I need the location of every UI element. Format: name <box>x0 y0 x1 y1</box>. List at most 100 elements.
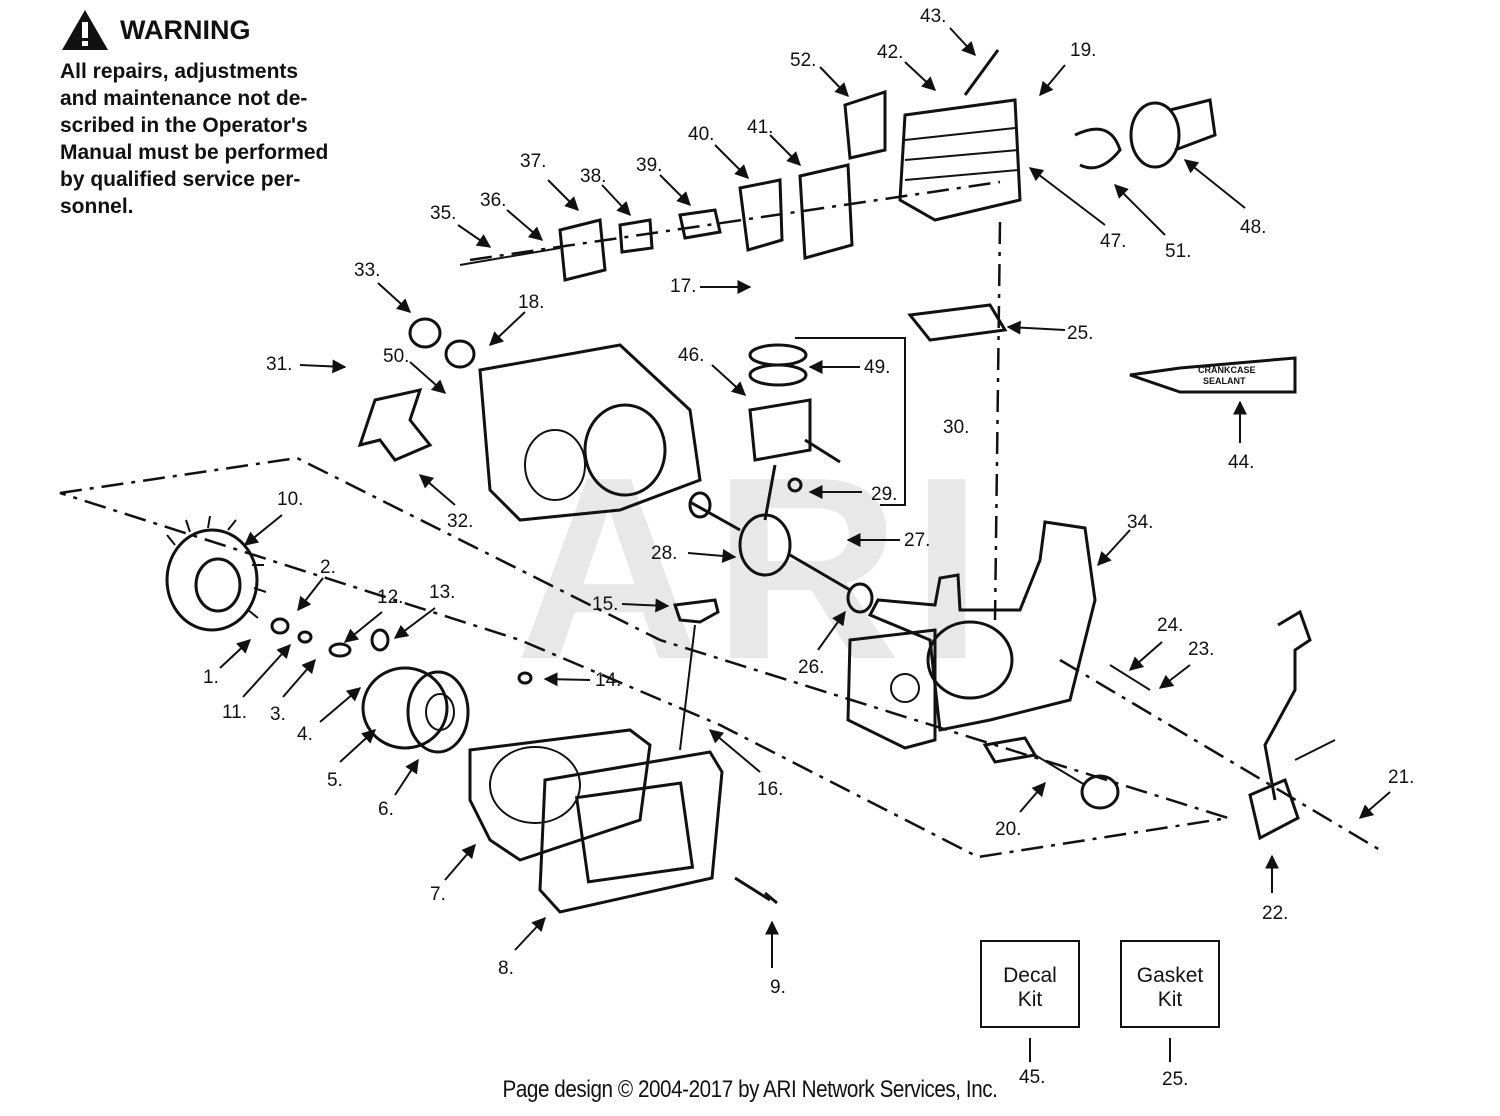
crankcase-axis <box>993 221 1002 621</box>
callout-30: 30. <box>943 417 969 438</box>
callout-29: 29. <box>871 484 897 505</box>
callout-44: 44. <box>1228 452 1254 473</box>
callout-12: 12. <box>377 587 403 608</box>
callout-3: 3. <box>270 704 286 725</box>
callout-46: 46. <box>678 345 704 366</box>
callout-11: 11. <box>222 702 247 723</box>
gasket-kit-box: Gasket Kit <box>1120 940 1220 1028</box>
warning-text: All repairs, adjustments and maintenance… <box>60 58 376 220</box>
callout-39: 39. <box>636 155 662 176</box>
starter-small-parts <box>270 617 390 658</box>
callout-20: 20. <box>995 819 1021 840</box>
callout-6: 6. <box>378 799 394 820</box>
callout-10: 10. <box>277 489 303 510</box>
screw-part <box>517 671 533 685</box>
clip-part <box>1074 127 1122 170</box>
callout-37: 37. <box>520 151 546 172</box>
crankcase-right-part <box>846 520 1097 750</box>
callout-31: 31. <box>266 354 292 375</box>
gasket-part <box>843 89 887 160</box>
callout-45: 45. <box>1019 1067 1045 1088</box>
crankcase-left-part <box>478 343 702 522</box>
clutch-drum-part <box>1129 98 1217 169</box>
kit-line: Kit <box>1157 988 1183 1011</box>
callout-47: 47. <box>1100 231 1126 252</box>
callout-41: 41. <box>747 117 773 138</box>
callout-28: 28. <box>651 543 677 564</box>
warning-line: sonnel. <box>60 195 134 218</box>
kit-line: Gasket <box>1136 964 1204 987</box>
callout-18: 18. <box>518 292 544 313</box>
callout-13: 13. <box>429 582 455 603</box>
callout-40: 40. <box>688 124 714 145</box>
warning-title: WARNING <box>120 14 251 45</box>
seals-part <box>408 317 476 369</box>
rod-part <box>1109 664 1151 691</box>
warning-line: All repairs, adjustments <box>60 60 299 83</box>
handle-part <box>1248 609 1336 841</box>
callout-48: 48. <box>1240 217 1266 238</box>
callout-16: 16. <box>757 779 783 800</box>
callout-36: 36. <box>480 190 506 211</box>
base-gasket-part <box>907 303 1008 342</box>
kit-line: Kit <box>1017 988 1043 1011</box>
callout-2: 2. <box>320 557 336 578</box>
callout-50: 50. <box>383 346 409 367</box>
warning-heading: WARNING <box>60 8 251 52</box>
cylinder-part <box>898 98 1022 222</box>
handle-axis <box>1059 658 1381 852</box>
callout-1: 1. <box>203 667 219 688</box>
callout-7: 7. <box>430 884 446 905</box>
callout-49: 49. <box>864 357 890 378</box>
callout-52: 52. <box>790 50 816 71</box>
page-footer: Page design © 2004-2017 by ARI Network S… <box>502 1076 998 1103</box>
decal-kit-box: Decal Kit <box>980 940 1080 1028</box>
callout-4: 4. <box>297 724 313 745</box>
kit-line: Decal <box>1003 964 1057 987</box>
fuel-pickup-part <box>982 736 1120 810</box>
sealant-tube-part <box>1129 356 1297 394</box>
callout-15: 15. <box>592 594 618 615</box>
callout-27: 27. <box>904 530 930 551</box>
callout-23: 23. <box>1188 639 1214 660</box>
warning-line: and maintenance not de- <box>60 87 308 110</box>
callout-21: 21. <box>1388 767 1414 788</box>
callout-33: 33. <box>354 260 380 281</box>
callout-9: 9. <box>770 977 786 998</box>
assembly-outline <box>59 456 1229 859</box>
piston-group-part <box>748 337 906 521</box>
callout-26: 26. <box>798 657 824 678</box>
callout-5: 5. <box>327 770 343 791</box>
starter-pulley-part <box>361 666 470 754</box>
callout-34: 34. <box>1127 512 1153 533</box>
callout-14: 14. <box>595 670 621 691</box>
callout-8: 8. <box>498 958 514 979</box>
intake-axis <box>469 180 1001 262</box>
bolt-part <box>734 876 778 905</box>
callout-24: 24. <box>1157 615 1183 636</box>
tube-label-line-2: SEALANT <box>1203 376 1246 386</box>
starter-cover-part <box>538 750 724 914</box>
callout-labels: 1. 2. 3. 4. 5. 6. 7. 8. 9. 10. 11. 12. 1… <box>203 6 1414 1090</box>
callout-25-kit: 25. <box>1162 1069 1188 1090</box>
warning-triangle-icon <box>62 10 108 50</box>
callout-38: 38. <box>580 166 606 187</box>
callout-17: 17. <box>670 276 696 297</box>
bracket-part <box>357 387 433 462</box>
fan-housing-part <box>468 728 652 862</box>
crankshaft-part <box>688 491 874 614</box>
warning-line: scribed in the Operator's <box>60 114 308 137</box>
starter-handle-part <box>672 598 720 751</box>
warning-line: Manual must be performed <box>60 141 329 164</box>
tube-label-line-1: CRANKCASE <box>1198 365 1256 375</box>
warning-line: by qualified service per- <box>60 168 301 191</box>
spark-plug-part <box>963 49 1000 96</box>
callout-43: 43. <box>920 6 946 27</box>
leader-lines <box>219 27 1391 1062</box>
callout-35: 35. <box>430 203 456 224</box>
callout-32: 32. <box>447 511 473 532</box>
callout-22: 22. <box>1262 903 1288 924</box>
intake-parts <box>459 163 854 282</box>
